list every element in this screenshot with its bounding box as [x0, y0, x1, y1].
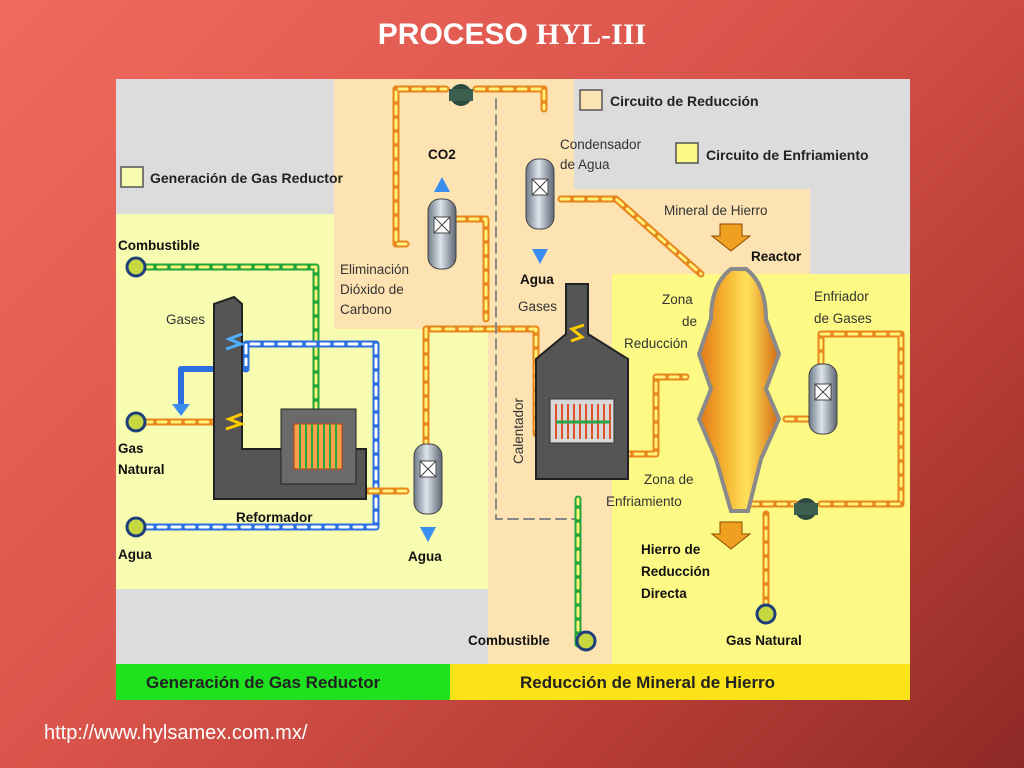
fuel-inlet-bottom-icon — [575, 630, 597, 652]
label-reduction-zone-line2: de — [682, 314, 697, 329]
label-fuel-bottom: Combustible — [468, 633, 550, 648]
label-gases-left: Gases — [166, 312, 205, 327]
label-cooling-zone-line2: Enfriamiento — [606, 494, 682, 509]
label-iron-ore: Mineral de Hierro — [664, 203, 768, 218]
label-fuel-left: Combustible — [118, 238, 200, 253]
gas-generation-pipes — [140, 263, 582, 648]
water-separator-vessel-icon — [413, 443, 443, 515]
label-reactor: Reactor — [751, 249, 802, 264]
natural-gas-inlet-bottom-icon — [755, 603, 777, 625]
label-water-left: Agua — [118, 547, 152, 562]
slide-title: PROCESO HYL-III — [0, 18, 1024, 52]
legend-swatch-cooling — [675, 142, 699, 164]
label-water-top: Agua — [520, 272, 554, 287]
legend-swatch-reduction — [579, 89, 603, 111]
label-dri-line1: Hierro de — [641, 542, 701, 557]
label-water-bottom: Agua — [408, 549, 442, 564]
title-part-2: HYL-III — [536, 18, 647, 51]
cooling-circuit-pipes — [732, 330, 905, 613]
reduction-circuit-pipes — [392, 85, 705, 520]
footer-left-label: Generación de Gas Reductor — [146, 673, 381, 692]
label-natural-gas-left-line2: Natural — [118, 462, 165, 477]
gas-cooler-vessel-icon — [808, 363, 838, 435]
title-part-1: PROCESO — [377, 18, 528, 51]
label-co2-removal-line3: Carbono — [340, 302, 392, 317]
legend-gas-generation: Generación de Gas Reductor — [150, 170, 343, 186]
footer-left-bar — [116, 664, 450, 700]
label-reformer: Reformador — [236, 510, 313, 525]
natural-gas-inlet-left-icon — [125, 411, 147, 433]
label-co2-removal-line2: Dióxido de — [340, 282, 404, 297]
label-dri-line2: Reducción — [641, 564, 710, 579]
condenser-vessel-icon — [525, 158, 555, 230]
label-gas-cooler-line2: de Gases — [814, 311, 872, 326]
legend-cooling-circuit: Circuito de Enfriamiento — [706, 147, 869, 163]
footer-right-bar — [450, 664, 910, 700]
label-co2: CO2 — [428, 147, 456, 162]
label-gases-mid: Gases — [518, 299, 557, 314]
pump-top-icon — [449, 84, 473, 106]
label-reduction-zone-line1: Zona — [662, 292, 693, 307]
label-dri-line3: Directa — [641, 586, 687, 601]
label-heater: Calentador — [511, 397, 526, 464]
label-condenser-line1: Condensador — [560, 137, 642, 152]
pump-bottom-icon — [794, 498, 818, 520]
label-condenser-line2: de Agua — [560, 157, 610, 172]
footer-right-label: Reducción de Mineral de Hierro — [520, 673, 775, 692]
label-natural-gas-left-line1: Gas — [118, 441, 144, 456]
label-natural-gas-bottom: Gas Natural — [726, 633, 802, 648]
water-inlet-left-icon — [125, 516, 147, 538]
legend-reduction-circuit: Circuito de Reducción — [610, 93, 759, 109]
label-reduction-zone-line3: Reducción — [624, 336, 688, 351]
co2-absorber-vessel-icon — [427, 198, 457, 270]
label-co2-removal-line1: Eliminación — [340, 262, 409, 277]
bg-region-legend — [574, 79, 910, 189]
reformer-icon — [213, 295, 367, 500]
flow-arrows — [172, 177, 752, 550]
reactor-icon — [696, 267, 782, 513]
process-diagram: Circuito de Reducción Circuito de Enfria… — [116, 79, 910, 700]
heater-icon — [535, 283, 629, 480]
label-cooling-zone-line1: Zona de — [644, 472, 694, 487]
label-gas-cooler-line1: Enfriador — [814, 289, 869, 304]
source-url-link[interactable]: http://www.hylsamex.com.mx/ — [44, 722, 308, 744]
legend-swatch-gas-generation — [120, 166, 144, 188]
fuel-inlet-left-icon — [125, 256, 147, 278]
